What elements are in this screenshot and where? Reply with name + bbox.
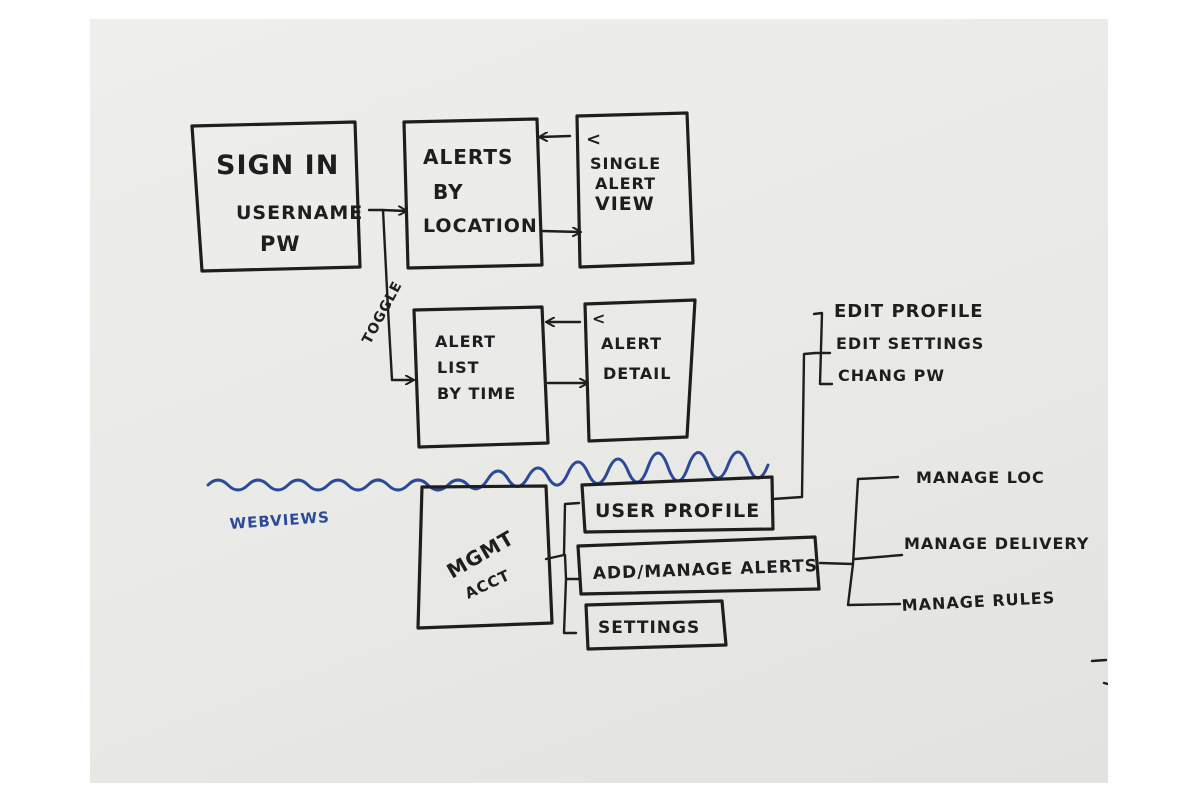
change-password-option: CHANG PW <box>838 366 945 385</box>
manage-location-option: MANAGE LOC <box>916 468 1045 487</box>
arrow-right-icon <box>381 208 413 380</box>
arrow-right-icon <box>367 210 406 211</box>
single-alert-line2: ALERT <box>595 174 656 193</box>
add-manage-alerts-label: ADD/MANAGE ALERTS <box>592 556 818 584</box>
webviews-divider <box>206 450 770 492</box>
menu-settings: SETTINGS <box>584 599 728 651</box>
manage-rules-option: MANAGE RULES <box>901 588 1055 615</box>
alert-list-line3: BY TIME <box>437 384 516 403</box>
edit-settings-option: EDIT SETTINGS <box>836 334 984 353</box>
alert-list-line1: ALERT <box>435 332 496 351</box>
user-profile-label: USER PROFILE <box>595 500 760 522</box>
mgmt-acct-screen: MGMT ACCT <box>416 484 554 630</box>
alert-detail-screen: < ALERT DETAIL <box>583 298 697 443</box>
settings-label: SETTINGS <box>598 618 700 638</box>
alert-detail-line2: DETAIL <box>603 364 671 383</box>
single-alert-view-screen: < SINGLE ALERT VIEW <box>575 111 695 269</box>
back-chevron-icon: < <box>592 309 606 328</box>
single-alert-line3: VIEW <box>595 193 655 215</box>
menu-bracket <box>544 501 581 635</box>
flow-connectors <box>367 136 587 383</box>
arrow-right-icon <box>540 231 580 232</box>
single-alert-line1: SINGLE <box>590 154 661 173</box>
alert-detail-line1: ALERT <box>601 334 662 353</box>
alert-options-bracket <box>818 475 904 607</box>
edit-profile-option: EDIT PROFILE <box>834 301 984 322</box>
alerts-by-location-screen: ALERTS BY LOCATION <box>402 117 544 270</box>
alerts-by-location-line2: BY <box>433 180 464 204</box>
back-chevron-icon: < <box>586 129 602 150</box>
stray-marker-marks <box>1090 658 1108 686</box>
alert-list-line2: LIST <box>437 358 480 377</box>
menu-user-profile: USER PROFILE <box>580 475 775 534</box>
flow-diagram: SIGN IN USERNAME PW ALERTS BY LOCATION <… <box>190 111 1108 686</box>
alert-list-by-time-screen: ALERT LIST BY TIME <box>412 305 550 449</box>
manage-delivery-option: MANAGE DELIVERY <box>904 534 1089 553</box>
sign-in-screen: SIGN IN USERNAME PW <box>190 120 363 273</box>
webviews-label: WEBVIEWS <box>229 508 330 533</box>
menu-add-manage-alerts: ADD/MANAGE ALERTS <box>576 535 821 596</box>
toggle-label: TOGGLE <box>359 279 405 347</box>
alerts-by-location-line3: LOCATION <box>423 215 538 237</box>
arrow-left-icon <box>540 136 572 137</box>
password-label: PW <box>260 232 301 256</box>
sign-in-title: SIGN IN <box>216 150 339 181</box>
whiteboard: SIGN IN USERNAME PW ALERTS BY LOCATION <… <box>90 19 1108 783</box>
alerts-by-location-line1: ALERTS <box>423 145 513 169</box>
profile-options-bracket <box>771 311 834 501</box>
username-label: USERNAME <box>236 202 363 224</box>
